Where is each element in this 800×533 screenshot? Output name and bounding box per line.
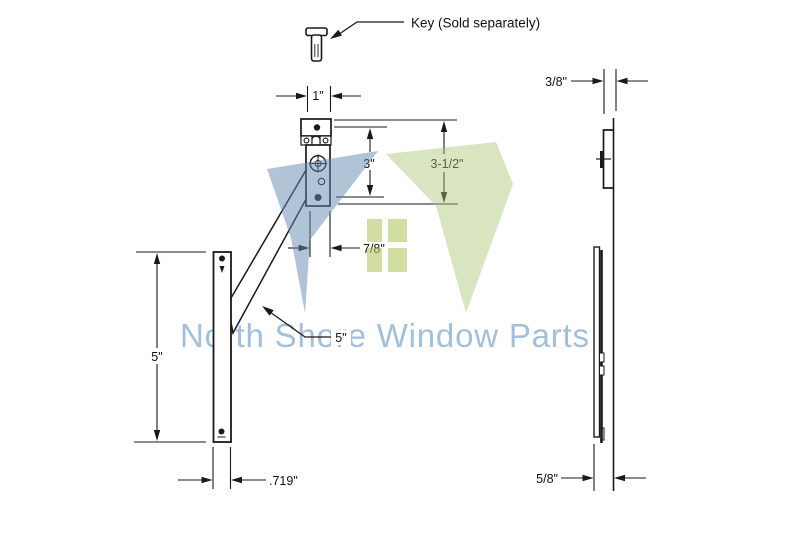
- track-bar: [212, 251, 232, 443]
- watermark-logo-blue-sail: [267, 151, 378, 313]
- dim-label-3in: 3": [363, 157, 374, 171]
- dim-bracket-width: 1": [276, 86, 361, 112]
- key-leader-arrow: [330, 21, 404, 39]
- dim-track-length: 5": [134, 251, 206, 443]
- dim-side-bottom-width: 5/8": [536, 444, 646, 491]
- side-bracket-profile: [596, 129, 614, 189]
- dim-label-3-8in: 3/8": [545, 75, 567, 89]
- window-pane-icon: [388, 248, 407, 272]
- drawing-layer: Key (Sold separately): [134, 16, 648, 491]
- window-pane-icon: [388, 219, 407, 242]
- dim-bracket-height: 3-1/2": [334, 119, 464, 205]
- dim-arm-length: 5": [262, 306, 351, 345]
- side-view: 3/8" 5/8": [536, 69, 648, 491]
- dim-side-top-width: 3/8": [545, 69, 648, 114]
- key-callout-label: Key (Sold separately): [411, 16, 540, 31]
- dim-label-track-5in: 5": [151, 350, 162, 364]
- dim-label-1in: 1": [312, 89, 323, 103]
- dim-label-719in: .719": [269, 474, 298, 488]
- key-icon: [305, 27, 328, 62]
- window-pane-icon: [367, 219, 382, 242]
- window-pane-icon: [367, 248, 382, 272]
- side-track-profile: [593, 246, 605, 443]
- dim-label-5-8in: 5/8": [536, 472, 558, 486]
- watermark-text: North Shore Window Parts: [180, 317, 590, 354]
- dim-track-width: .719": [178, 447, 298, 489]
- front-view: 1" 3" 3-1/2": [134, 86, 463, 489]
- watermark-logo-green-roof: [386, 142, 513, 313]
- dim-label-3-1-2in: 3-1/2": [431, 157, 464, 171]
- watermark-logo: [267, 142, 513, 313]
- dim-label-arm-5in: 5": [335, 331, 346, 345]
- watermark-logo-window-panes: [367, 219, 407, 272]
